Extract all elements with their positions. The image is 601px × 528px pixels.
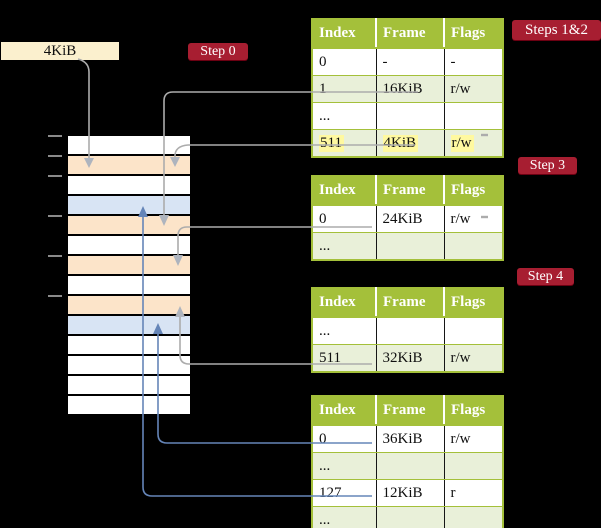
table-cell: 1 (312, 75, 377, 103)
table-cell: 12KiB (376, 479, 445, 507)
memory-tick (48, 155, 62, 157)
memory-row-pagetable (68, 156, 190, 176)
table-cell: ... (312, 506, 377, 528)
table-cell: 36KiB (376, 425, 445, 453)
table-cell: 127 (312, 479, 377, 507)
memory-tick (48, 255, 62, 257)
badge-steps-1-2: Steps 1&2 (512, 20, 601, 40)
column-header-flags: Flags (444, 396, 503, 426)
table-cell: r/w (444, 205, 503, 233)
memory-row-free (68, 276, 190, 296)
column-header-index: Index (312, 288, 377, 318)
table-row: ... (312, 506, 503, 528)
memory-row-free (68, 176, 190, 196)
memory-row-pagetable (68, 256, 190, 276)
table-cell (376, 317, 445, 345)
table-cell: 32KiB (376, 344, 445, 372)
memory-tick (48, 175, 62, 177)
table-cell: ... (312, 317, 377, 345)
table-cell: r/w (444, 425, 503, 453)
badge-step-0-label: Step 0 (200, 43, 236, 59)
table-cell (444, 232, 503, 260)
table-row: ... (312, 232, 503, 260)
memory-row-free (68, 336, 190, 356)
table-row: ... (312, 452, 503, 480)
memory-row-mapped (68, 196, 190, 216)
table-cell: r/w (444, 75, 503, 103)
column-header-frame: Frame (376, 396, 445, 426)
highlighted-value: r/w (450, 134, 474, 152)
badge-step-4: Step 4 (517, 268, 574, 285)
memory-row-free (68, 236, 190, 256)
table-cell: 0 (312, 205, 377, 233)
column-header-flags: Flags (444, 19, 503, 49)
badge-step-4-label: Step 4 (527, 268, 564, 284)
table-cell: r/w (444, 129, 503, 157)
memory-row-pagetable (68, 216, 190, 236)
memory-row-mapped (68, 316, 190, 336)
table-cell: ... (312, 452, 377, 480)
table-cell: 0 (312, 48, 377, 76)
root-page-table-address-label: 4KiB (43, 42, 77, 59)
column-header-flags: Flags (444, 176, 503, 206)
memory-row-pagetable (68, 296, 190, 316)
column-header-index: Index (312, 176, 377, 206)
table-cell (376, 232, 445, 260)
table-cell (376, 506, 445, 528)
highlighted-value: 511 (319, 134, 344, 152)
column-header-index: Index (312, 396, 377, 426)
column-header-frame: Frame (376, 176, 445, 206)
table-row: ... (312, 317, 503, 345)
table-cell: 24KiB (376, 205, 445, 233)
badge-steps-1-2-label: Steps 1&2 (525, 21, 588, 38)
table-cell: 4KiB (376, 129, 445, 157)
root-page-table-address-box: 4KiB (1, 42, 119, 60)
badge-step-3: Step 3 (518, 157, 577, 174)
badge-step-3-label: Step 3 (529, 157, 566, 173)
highlighted-value: 4KiB (382, 134, 419, 152)
table-cell (376, 452, 445, 480)
table-cell: ... (312, 232, 377, 260)
memory-row-free (68, 356, 190, 376)
badge-step-0: Step 0 (188, 43, 248, 60)
table-cell (376, 102, 445, 130)
memory-row-free (68, 376, 190, 396)
physical-memory-strip (68, 136, 190, 416)
memory-tick (48, 295, 62, 297)
memory-row-free (68, 396, 190, 416)
column-header-flags: Flags (444, 288, 503, 318)
column-header-frame: Frame (376, 288, 445, 318)
table-cell: r (444, 479, 503, 507)
table-row: ... (312, 102, 503, 130)
column-header-frame: Frame (376, 19, 445, 49)
table-cell: 511 (312, 129, 377, 157)
memory-tick (48, 135, 62, 137)
table-cell (444, 506, 503, 528)
table-cell: 511 (312, 344, 377, 372)
memory-row-free (68, 136, 190, 156)
table-cell (444, 452, 503, 480)
table-row: 0-- (312, 48, 503, 76)
table-cell (444, 102, 503, 130)
table-cell: ... (312, 102, 377, 130)
table-cell: r/w (444, 344, 503, 372)
table-cell: - (444, 48, 503, 76)
table-row: 511 4KiB r/w (312, 129, 503, 157)
memory-tick (48, 215, 62, 217)
table-cell (444, 317, 503, 345)
column-header-index: Index (312, 19, 377, 49)
table-cell: 16KiB (376, 75, 445, 103)
table-cell: 0 (312, 425, 377, 453)
table-cell: - (376, 48, 445, 76)
